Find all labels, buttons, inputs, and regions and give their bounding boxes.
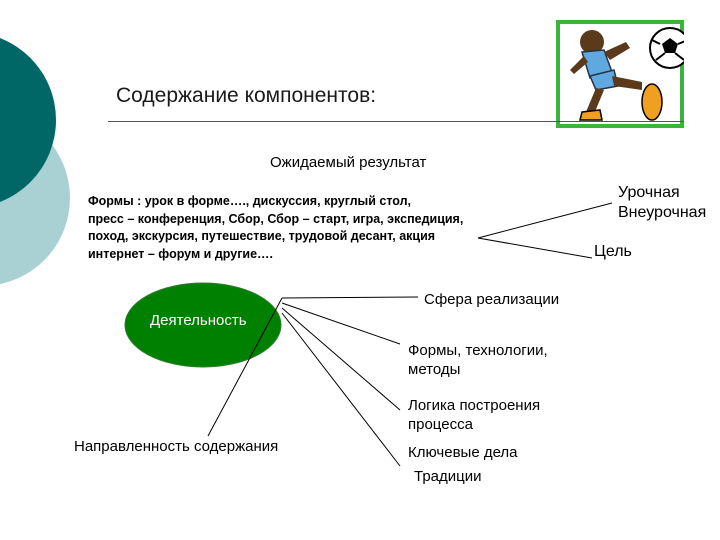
spoke-deeds — [281, 312, 401, 467]
spoke-sphere — [281, 296, 419, 299]
spoke-direction — [207, 297, 283, 437]
connector-forms-goal — [477, 237, 593, 259]
forms-list-text: Формы : урок в форме…., дискуссия, кругл… — [88, 194, 464, 261]
connector-forms-lesson — [477, 202, 613, 239]
logic-label: Логика построения процесса — [408, 397, 541, 433]
slide-title: Содержание компонентов: — [116, 84, 377, 107]
sphere-label: Сфера реализации — [424, 291, 560, 308]
direction-label: Направленность содержания — [74, 438, 279, 455]
lesson-types-label: Урочная Внеурочная — [618, 184, 707, 221]
methods-label: Формы, технологии, методы — [408, 342, 548, 378]
spoke-methods — [281, 302, 401, 345]
decor-circle-dark — [0, 38, 56, 202]
activity-ellipse — [124, 282, 282, 368]
activity-label: Деятельность — [150, 312, 247, 329]
title-underline — [108, 121, 684, 122]
expected-result-label: Ожидаемый результат — [270, 154, 427, 171]
traditions-label: Традиции — [414, 468, 482, 485]
spoke-logic — [281, 307, 401, 411]
key-deeds-label: Ключевые дела — [408, 444, 518, 461]
soccer-player-clipart — [556, 20, 691, 128]
goal-label: Цель — [594, 243, 632, 260]
